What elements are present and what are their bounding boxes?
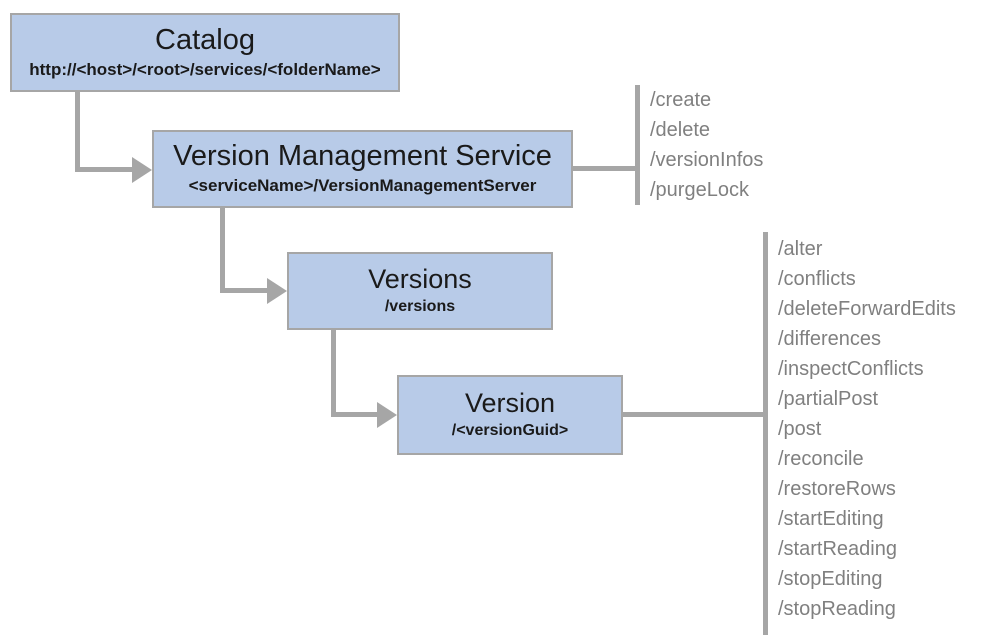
node-versions: Versions /versions bbox=[287, 252, 553, 330]
node-vms-title: Version Management Service bbox=[173, 140, 552, 173]
connector-versions-version-horizontal bbox=[331, 412, 377, 417]
vms-operations-bracket-bar bbox=[635, 85, 640, 205]
node-versions-title: Versions bbox=[368, 264, 472, 295]
node-catalog: Catalog http://<host>/<root>/services/<f… bbox=[10, 13, 400, 92]
operation-item: /partialPost bbox=[778, 388, 879, 410]
node-version-management-service: Version Management Service <serviceName>… bbox=[152, 130, 573, 208]
version-operations-bracket-bar bbox=[763, 232, 768, 635]
connector-vms-versions-vertical bbox=[220, 208, 225, 293]
arrow-right-icon bbox=[267, 278, 287, 304]
node-version-title: Version bbox=[464, 388, 556, 419]
operation-item: /reconcile bbox=[778, 448, 864, 470]
operation-item: /deleteForwardEdits bbox=[778, 298, 956, 320]
operation-item: /stopReading bbox=[778, 598, 896, 620]
operation-item: /differences bbox=[778, 328, 882, 350]
node-catalog-title: Catalog bbox=[155, 23, 255, 56]
node-vms-url: <serviceName>/VersionManagementServer bbox=[188, 176, 537, 196]
node-version-url: /<versionGuid> bbox=[451, 421, 569, 439]
operation-item: /alter bbox=[778, 238, 823, 260]
node-version: Version /<versionGuid> bbox=[397, 375, 623, 455]
connector-versions-version-vertical bbox=[331, 330, 336, 417]
operation-item: /stopEditing bbox=[778, 568, 883, 590]
connector-catalog-vms-horizontal bbox=[75, 167, 133, 172]
operation-item: /delete bbox=[650, 119, 711, 141]
node-catalog-url: http://<host>/<root>/services/<folderNam… bbox=[29, 59, 381, 79]
version-operations-list: /alter /conflicts /deleteForwardEdits /d… bbox=[778, 234, 956, 624]
arrow-right-icon bbox=[132, 157, 152, 183]
operation-item: /purgeLock bbox=[650, 179, 749, 201]
operation-item: /inspectConflicts bbox=[778, 358, 924, 380]
operation-item: /versionInfos bbox=[650, 149, 764, 171]
connector-version-operations-horizontal bbox=[623, 412, 765, 417]
arrow-right-icon bbox=[377, 402, 397, 428]
operation-item: /conflicts bbox=[778, 268, 856, 290]
node-versions-url: /versions bbox=[384, 297, 456, 315]
connector-vms-operations-horizontal bbox=[573, 166, 637, 171]
connector-catalog-vms-vertical bbox=[75, 92, 80, 172]
operation-item: /create bbox=[650, 89, 712, 111]
connector-vms-versions-horizontal bbox=[220, 288, 267, 293]
operation-item: /startReading bbox=[778, 538, 897, 560]
operation-item: /startEditing bbox=[778, 508, 884, 530]
operation-item: /restoreRows bbox=[778, 478, 896, 500]
vms-operations-list: /create /delete /versionInfos /purgeLock bbox=[650, 85, 763, 205]
operation-item: /post bbox=[778, 418, 822, 440]
